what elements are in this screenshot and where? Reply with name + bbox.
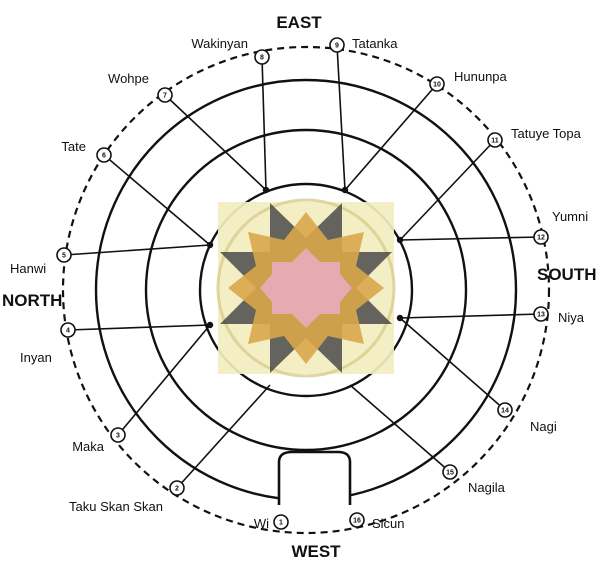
svg-text:9: 9 <box>335 43 339 50</box>
spoke-3 <box>117 324 211 436</box>
svg-text:16: 16 <box>353 518 361 525</box>
station-label-nagila: Nagila <box>468 480 506 495</box>
spoke-12 <box>399 236 542 241</box>
station-marker-3: 3 <box>110 427 126 443</box>
svg-text:12: 12 <box>537 235 545 242</box>
station-markers: 1 2 3 4 5 6 7 8 9 10 11 12 13 14 15 16 <box>56 37 549 530</box>
svg-text:15: 15 <box>446 470 454 477</box>
station-marker-4: 4 <box>60 322 76 338</box>
spoke-8 <box>261 56 267 191</box>
west-doorway <box>277 450 352 505</box>
station-label-nagi: Nagi <box>530 419 557 434</box>
station-marker-16: 16 <box>349 512 365 528</box>
spoke-13 <box>399 313 542 319</box>
spokes <box>63 44 542 489</box>
svg-text:11: 11 <box>491 138 499 145</box>
station-marker-15: 15 <box>442 464 458 480</box>
station-marker-9: 9 <box>329 37 345 53</box>
station-label-sicun: Sicun <box>372 516 405 531</box>
spoke-11 <box>399 139 496 241</box>
spoke-9 <box>336 44 346 191</box>
station-marker-8: 8 <box>254 49 270 65</box>
station-marker-14: 14 <box>497 402 513 418</box>
station-marker-6: 6 <box>96 147 112 163</box>
direction-west: WEST <box>291 542 341 561</box>
station-label-tatuye-topa: Tatuye Topa <box>511 126 582 141</box>
station-label-tatanka: Tatanka <box>352 36 398 51</box>
spoke-10 <box>344 83 438 191</box>
station-label-niya: Niya <box>558 310 585 325</box>
station-label-tate: Tate <box>61 139 86 154</box>
svg-text:4: 4 <box>66 328 70 335</box>
direction-south: SOUTH <box>537 265 597 284</box>
svg-text:2: 2 <box>175 486 179 493</box>
svg-text:6: 6 <box>102 153 106 160</box>
spoke-4 <box>67 324 211 331</box>
station-marker-10: 10 <box>429 76 445 92</box>
station-marker-2: 2 <box>169 480 185 496</box>
center-halo <box>216 198 396 378</box>
station-label-taku-skan-skan: Taku Skan Skan <box>69 499 163 514</box>
station-label-hununpa: Hununpa <box>454 69 508 84</box>
station-marker-1: 1 <box>273 514 289 530</box>
station-label-yumni: Yumni <box>552 209 588 224</box>
direction-east: EAST <box>276 13 322 32</box>
intersection-dots <box>206 186 404 329</box>
spoke-2 <box>176 384 271 489</box>
spoke-6 <box>103 154 211 246</box>
direction-labels: EAST WEST NORTH SOUTH <box>2 13 597 561</box>
spoke-14 <box>399 317 506 411</box>
station-label-wi: Wi <box>254 516 269 531</box>
outer-dashed-ring <box>61 45 551 535</box>
svg-text:13: 13 <box>537 312 545 319</box>
svg-text:8: 8 <box>260 55 264 62</box>
center-star <box>216 198 396 378</box>
station-label-hanwi: Hanwi <box>10 261 46 276</box>
station-marker-12: 12 <box>533 229 549 245</box>
station-marker-7: 7 <box>157 87 173 103</box>
spoke-15 <box>349 384 451 473</box>
svg-text:5: 5 <box>62 253 66 260</box>
svg-text:3: 3 <box>116 433 120 440</box>
station-marker-5: 5 <box>56 247 72 263</box>
ring-2 <box>144 128 468 452</box>
svg-text:7: 7 <box>163 93 167 100</box>
station-label-wohpe: Wohpe <box>108 71 149 86</box>
ring-1 <box>198 182 414 398</box>
station-labels: Wi Taku Skan Skan Maka Inyan Hanwi Tate … <box>10 36 588 531</box>
svg-text:14: 14 <box>501 408 509 415</box>
station-label-inyan: Inyan <box>20 350 52 365</box>
station-label-maka: Maka <box>72 439 105 454</box>
direction-north: NORTH <box>2 291 62 310</box>
spoke-5 <box>63 244 211 256</box>
spoke-7 <box>164 94 267 191</box>
svg-text:1: 1 <box>279 520 283 527</box>
station-marker-11: 11 <box>487 132 503 148</box>
station-marker-13: 13 <box>533 306 549 322</box>
svg-text:10: 10 <box>433 82 441 89</box>
station-label-wakinyan: Wakinyan <box>191 36 248 51</box>
star-inner-pink <box>260 248 352 328</box>
